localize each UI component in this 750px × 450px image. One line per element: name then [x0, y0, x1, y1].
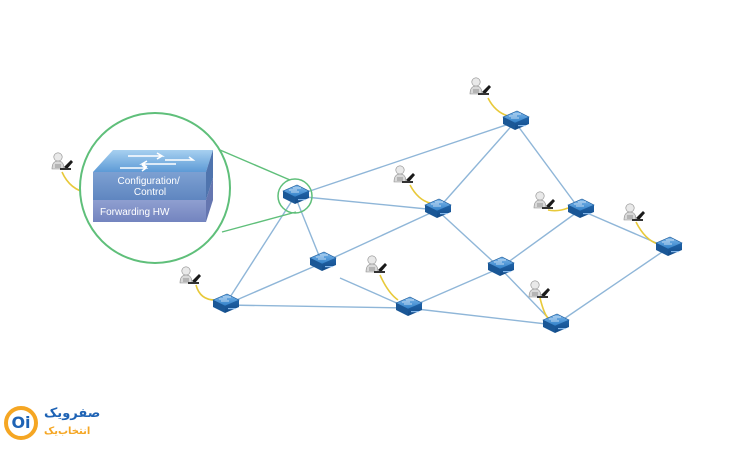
control-plane-label: Configuration/ Control	[117, 176, 182, 198]
company-logo: Oi صفرویک انتخاب‌یک	[4, 404, 104, 448]
logo-mark: Oi	[4, 406, 38, 440]
link	[294, 195, 323, 264]
forwarding-plane-layer	[93, 200, 206, 222]
cable	[195, 284, 216, 301]
network-switch-icon	[309, 251, 337, 272]
network-switch-icon	[424, 198, 452, 219]
zoom-connector	[219, 149, 297, 233]
cable	[409, 184, 431, 204]
callout-switch-top	[93, 150, 213, 172]
workstation-user-icon	[528, 280, 551, 299]
cable	[539, 297, 549, 319]
cable	[635, 221, 659, 245]
workstation-user-icon	[51, 152, 74, 171]
network-switch-icon	[502, 110, 530, 131]
link	[294, 195, 438, 211]
control-plane-layer	[93, 172, 206, 200]
link	[224, 304, 409, 309]
cable	[547, 207, 569, 212]
network-switch-icon	[395, 296, 423, 317]
link	[436, 121, 516, 211]
link	[321, 209, 438, 264]
link	[224, 262, 323, 306]
link	[436, 209, 501, 269]
link	[407, 267, 501, 309]
network-switch-icon	[282, 184, 310, 205]
workstation-user-icon	[469, 77, 492, 96]
logo-line-2: انتخاب‌یک	[44, 426, 91, 437]
link	[499, 209, 581, 269]
link	[294, 121, 516, 197]
link	[554, 247, 669, 326]
link	[224, 195, 296, 306]
forwarding-plane-label: Forwarding HW	[100, 207, 170, 218]
link	[514, 121, 581, 211]
workstation-user-icon	[533, 191, 556, 210]
network-switch-icon	[212, 293, 240, 314]
workstation-user-icon	[365, 255, 388, 274]
workstation-user-icon	[179, 266, 202, 285]
cable	[487, 97, 509, 117]
cable	[379, 274, 399, 301]
zoom-callout: Configuration/ Control Forwarding HW	[79, 112, 231, 264]
switch-links	[224, 121, 669, 326]
logo-line-1: صفرویک	[44, 406, 101, 421]
workstation-user-icon	[393, 165, 416, 184]
link	[407, 307, 556, 326]
workstation-user-icon	[623, 203, 646, 222]
highlight-ring	[277, 178, 313, 214]
